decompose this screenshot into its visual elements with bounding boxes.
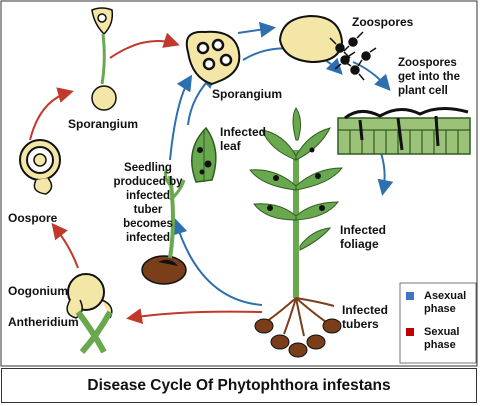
arrow-seedling-to-sporangium: [169, 74, 193, 161]
infected-leaf-illustration: [191, 126, 217, 183]
legend-sexual-label-2: phase: [424, 339, 456, 351]
label-seedling-3: infected: [126, 190, 170, 202]
zoospores-illustration: [278, 14, 377, 81]
label-seedling-6: infected: [126, 232, 170, 244]
label-antheridium: Antheridium: [8, 315, 79, 329]
label-zoospores: Zoospores: [352, 15, 414, 29]
oospore-illustration: [19, 139, 61, 195]
legend-asexual-label-1: Asexual: [424, 290, 466, 302]
arrow-left-sporangium-to-sporangium: [109, 32, 180, 59]
legend-sexual-swatch: [406, 328, 414, 336]
label-seedling-4: tuber: [134, 204, 163, 216]
label-seedling-2: produced by: [113, 176, 183, 188]
infected-plant-illustration: [249, 107, 344, 358]
arrow-tubers-to-oogonium: [126, 308, 263, 325]
arrow-oogonium-to-oospore: [51, 222, 79, 269]
seedling-tuber-illustration: [141, 169, 187, 285]
label-seedling-1: Seedling: [124, 162, 172, 174]
arrow-sporangium-to-sporangium: [237, 21, 276, 38]
sporangium-left-illustration: [91, 7, 117, 111]
arrow-tuber-to-seedling: [171, 218, 263, 306]
label-infected-foliage-2: foliage: [340, 237, 379, 251]
diagram-frame: [0, 0, 478, 367]
plant-cell-layer: [337, 107, 471, 155]
label-infected-tubers-1: Infected: [342, 303, 388, 317]
label-oospore: Oospore: [8, 211, 58, 225]
sporangium-main-illustration: [185, 30, 241, 86]
label-oogonium: Oogonium: [8, 284, 68, 298]
label-sporangium-main: Sporangium: [212, 87, 282, 101]
legend-asexual-label-2: phase: [424, 303, 456, 315]
label-infected-foliage-1: Infected: [340, 223, 386, 237]
arrow-zoospores-to-cell: [352, 61, 391, 91]
legend-asexual-swatch: [406, 292, 414, 300]
label-seedling-5: becomes: [123, 218, 173, 230]
label-infected-tubers-2: tubers: [342, 317, 379, 331]
label-infected-leaf-1: Infected: [220, 125, 266, 139]
label-zoospores-entry-2: get into the: [398, 71, 460, 83]
legend: Asexual phase Sexual phase: [399, 282, 477, 364]
label-sporangium-left: Sporangium: [68, 117, 138, 131]
label-zoospores-entry-1: Zoospores: [398, 57, 457, 69]
diagram-title: Disease Cycle Of Phytophthora infestans: [1, 368, 477, 403]
arrow-oospore-to-sporangium: [29, 87, 74, 141]
legend-sexual-label-1: Sexual: [424, 326, 459, 338]
label-infected-leaf-2: leaf: [220, 139, 242, 153]
oogonium-antheridium-illustration: [66, 273, 113, 354]
label-zoospores-entry-3: plant cell: [398, 85, 448, 97]
